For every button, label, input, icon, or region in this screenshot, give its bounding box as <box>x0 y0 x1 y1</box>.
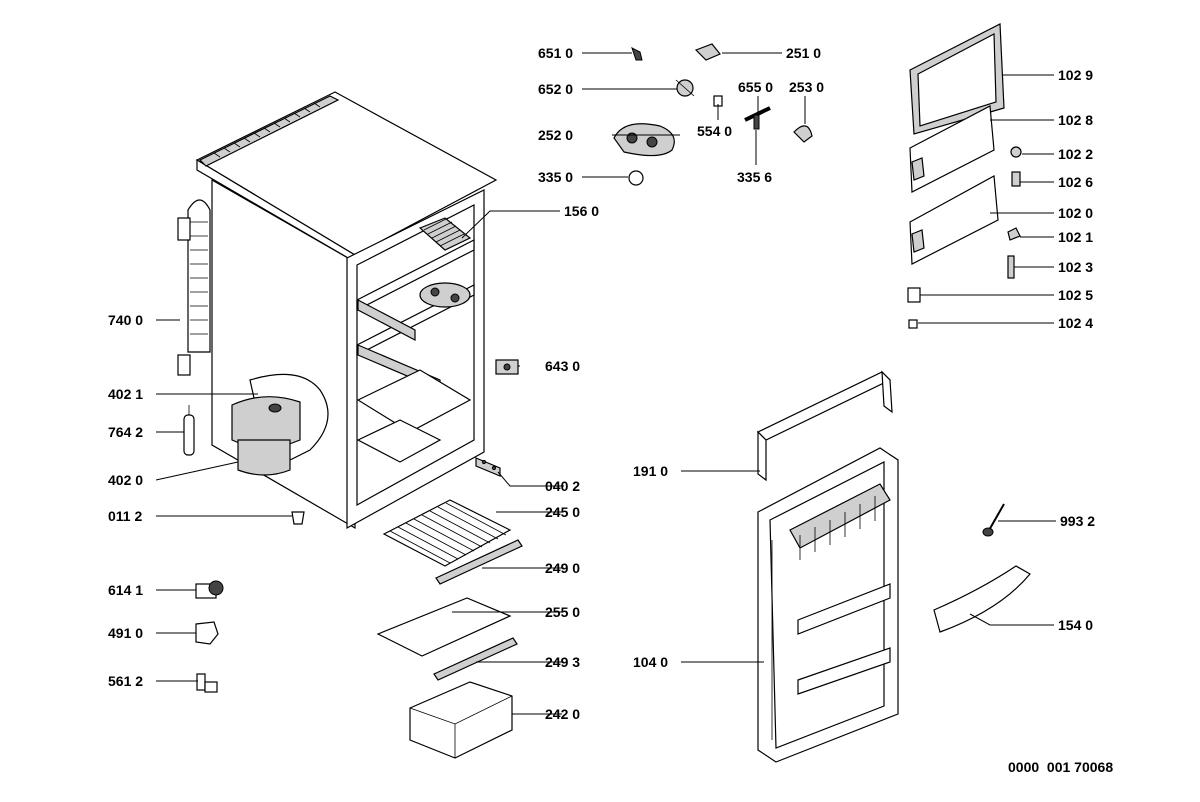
glass-shelf <box>376 597 512 657</box>
label-7400: 740 0 <box>108 312 143 328</box>
leader-lines <box>155 52 1056 715</box>
part-1023-shape <box>1007 255 1015 279</box>
label-9932: 993 2 <box>1060 513 1095 529</box>
label-6520: 652 0 <box>538 81 573 97</box>
label-2493: 249 3 <box>545 654 580 670</box>
label-6430: 643 0 <box>545 358 580 374</box>
label-2530: 253 0 <box>789 79 824 95</box>
part-1024-shape <box>908 319 918 329</box>
label-1020: 102 0 <box>1058 205 1093 221</box>
hinge-bracket <box>475 457 501 477</box>
condenser-coil <box>177 199 211 376</box>
freezer-door-panel-lower <box>909 175 999 265</box>
part-6141-shape <box>195 580 224 599</box>
foot <box>291 511 305 525</box>
drawing-reference-number: 0000 001 70068 <box>1008 759 1113 775</box>
part-5612-shape <box>196 673 218 693</box>
label-0112: 011 2 <box>108 508 142 524</box>
part-1025-shape <box>907 287 921 303</box>
label-2450: 245 0 <box>545 504 580 520</box>
label-2490: 249 0 <box>545 560 580 576</box>
label-1540: 154 0 <box>1058 617 1093 633</box>
shelf-trim <box>435 539 523 585</box>
filter-drier <box>183 405 195 456</box>
label-1025: 102 5 <box>1058 287 1093 303</box>
label-3350: 335 0 <box>538 169 573 185</box>
part-9932-shape <box>982 503 1005 537</box>
part-4910-shape <box>195 621 219 645</box>
part-3356-shape <box>753 114 760 130</box>
hinge-cover <box>495 359 519 375</box>
wire-shelf <box>382 499 512 567</box>
part-6520-shape <box>675 79 695 97</box>
label-7642: 764 2 <box>108 424 143 440</box>
part-2530-shape <box>793 125 813 143</box>
label-6550: 655 0 <box>738 79 773 95</box>
label-2550: 255 0 <box>545 604 580 620</box>
part-labels: 651 0 251 0 652 0 655 0 253 0 252 0 554 … <box>108 45 1113 775</box>
label-1560: 156 0 <box>564 203 599 219</box>
part-6550-shape <box>744 106 771 122</box>
label-1021: 102 1 <box>1058 229 1093 245</box>
label-0402: 040 2 <box>545 478 580 494</box>
label-2520: 252 0 <box>538 127 573 143</box>
label-1024: 102 4 <box>1058 315 1093 331</box>
label-1023: 102 3 <box>1058 259 1093 275</box>
label-2420: 242 0 <box>545 706 580 722</box>
freezer-door-panel-upper <box>909 105 995 193</box>
refrigerator-door <box>757 447 899 763</box>
label-1028: 102 8 <box>1058 112 1093 128</box>
door-gasket <box>756 370 893 482</box>
label-5612: 561 2 <box>108 673 143 689</box>
part-1026-shape <box>1011 171 1021 187</box>
label-1026: 102 6 <box>1058 174 1093 190</box>
label-1029: 102 9 <box>1058 67 1093 83</box>
label-6141: 614 1 <box>108 582 143 598</box>
part-1021-shape <box>1007 227 1021 241</box>
label-4910: 491 0 <box>108 625 143 641</box>
part-3350-shape <box>628 170 644 186</box>
compressor <box>231 373 329 476</box>
label-1910: 191 0 <box>633 463 668 479</box>
label-1040: 104 0 <box>633 654 668 670</box>
part-1022-shape <box>1010 146 1022 158</box>
glass-shelf-trim <box>433 637 518 681</box>
part-6510-shape <box>631 47 643 61</box>
freezer-door-frame <box>909 23 1005 135</box>
part-2520-shape <box>613 123 675 157</box>
label-4021: 402 1 <box>108 386 143 402</box>
label-1022: 102 2 <box>1058 146 1093 162</box>
door-handle <box>933 565 1031 633</box>
label-5540: 554 0 <box>697 123 732 139</box>
part-2510-shape <box>694 43 721 61</box>
label-6510: 651 0 <box>538 45 573 61</box>
label-3356: 335 6 <box>737 169 772 185</box>
crisper-drawer <box>409 681 513 759</box>
label-2510: 251 0 <box>786 45 821 61</box>
label-4020: 402 0 <box>108 472 143 488</box>
